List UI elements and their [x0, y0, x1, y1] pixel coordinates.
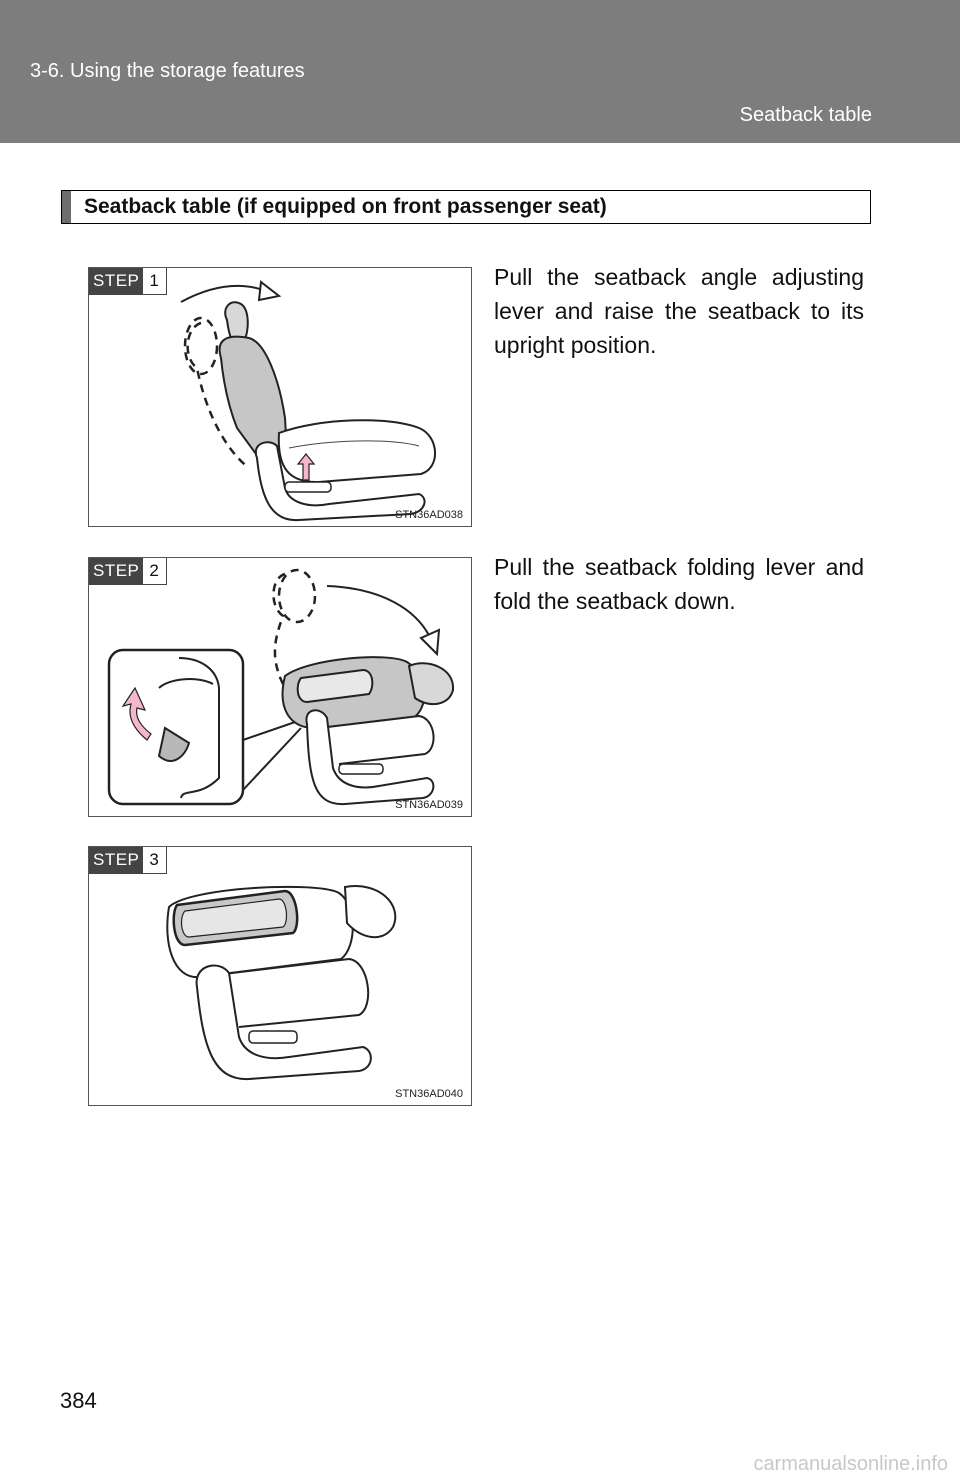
topic-title-bar: Seatback table (if equipped on front pas… [61, 190, 871, 224]
step-2-text: Pull the seatback folding lever and fold… [494, 554, 864, 614]
step-label: STEP [89, 847, 144, 873]
fold-arrow-icon [419, 628, 441, 657]
page-number: 384 [60, 1388, 97, 1413]
seat-folded-illustration [166, 885, 397, 1081]
table-icon [296, 668, 374, 704]
lever-pull-arrow-icon [121, 686, 152, 741]
lever-detail-inset [107, 648, 245, 806]
subsection-title: Seatback table [739, 104, 872, 126]
seat-raise-illustration [180, 280, 436, 522]
step-1-badge: STEP 1 [89, 268, 167, 295]
step-2-badge: STEP 2 [89, 558, 167, 585]
title-marker [62, 191, 71, 223]
section-title: 3-6. Using the storage features [30, 60, 305, 82]
step-number: 1 [143, 268, 166, 294]
watermark: carmanualsonline.info [753, 1453, 948, 1475]
raise-arrow-icon [180, 284, 270, 303]
page-header: 3-6. Using the storage features Seatback… [0, 0, 960, 143]
figure-code: STN36AD040 [395, 1088, 463, 1100]
figure-code: STN36AD038 [395, 509, 463, 521]
step-2-figure: STEP 2 STN36AD039 [88, 557, 472, 817]
figure-code: STN36AD039 [395, 799, 463, 811]
step-label: STEP [89, 268, 144, 294]
step-1-text: Pull the seatback angle adjusting lever … [494, 264, 864, 358]
step-label: STEP [89, 558, 144, 584]
lever-pull-arrow-icon [296, 453, 316, 481]
step-3-badge: STEP 3 [89, 847, 167, 874]
topic-title: Seatback table (if equipped on front pas… [84, 195, 607, 218]
step-3-figure: STEP 3 STN36AD040 [88, 846, 472, 1106]
step-number: 3 [143, 847, 166, 873]
seat-fold-illustration [107, 568, 455, 806]
step-number: 2 [143, 558, 166, 584]
step-1-figure: STEP 1 STN36AD038 [88, 267, 472, 527]
